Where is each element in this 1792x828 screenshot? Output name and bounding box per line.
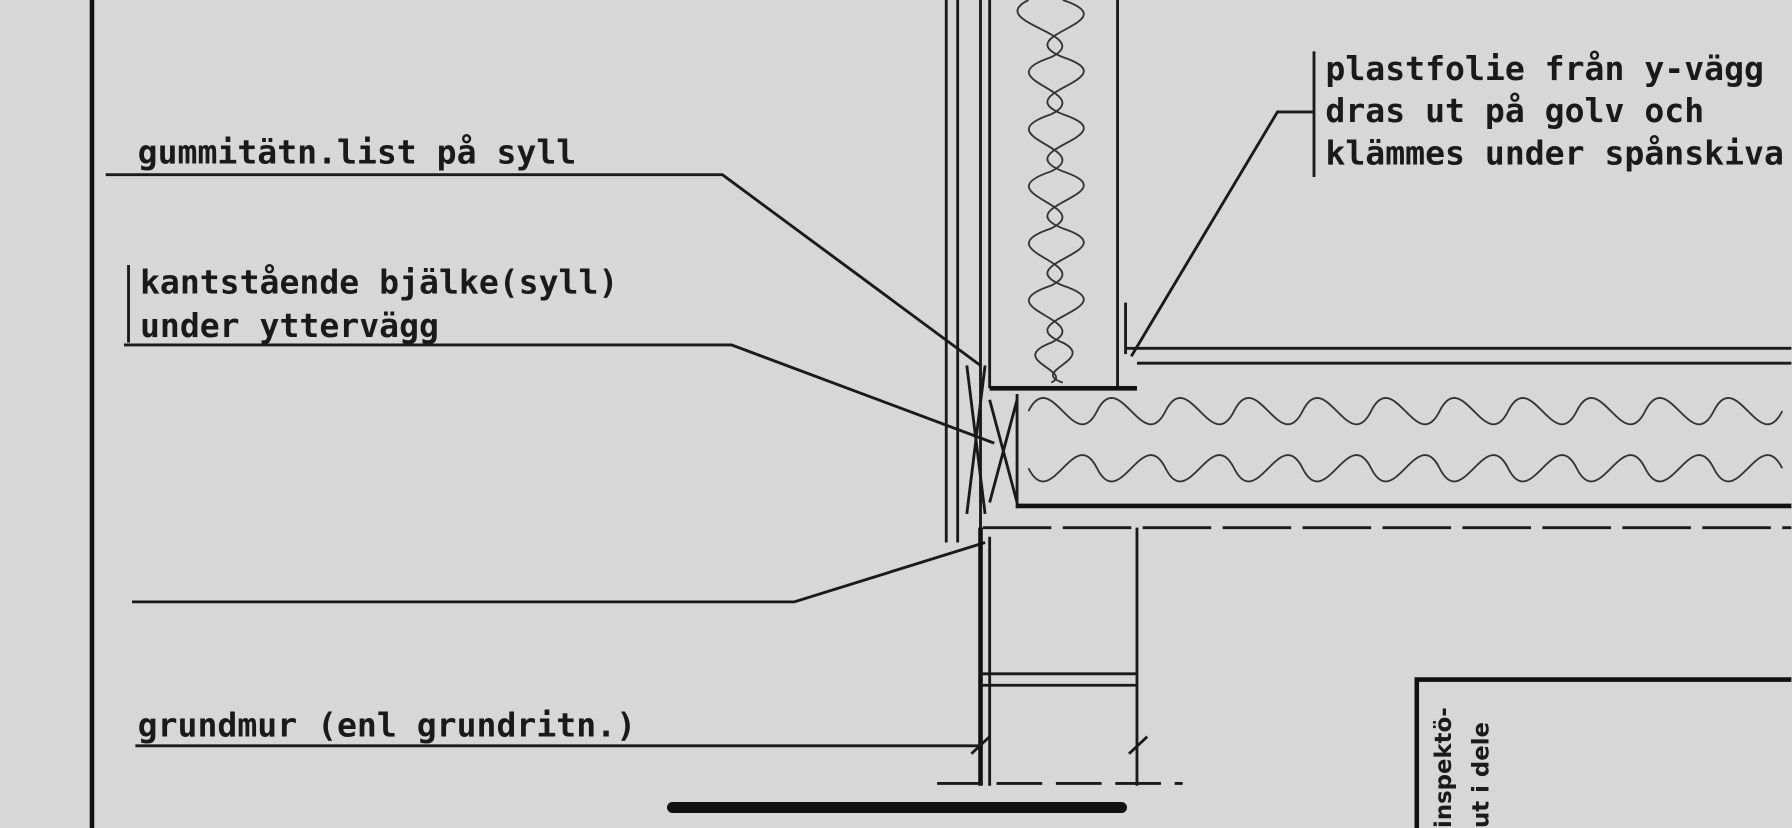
home-indicator[interactable]: [667, 802, 1127, 813]
floor-structure: [982, 302, 1792, 530]
label-edge-beam-1: kantstående bjälke(syll): [140, 263, 618, 302]
label-sill-seal: gummitätn.list på syll: [138, 132, 577, 171]
label-edge-beam-2: under yttervägg: [140, 306, 439, 345]
label-plastic-2: dras ut på golv och: [1325, 91, 1704, 130]
note-box: inspektö- ut i dele: [1414, 677, 1792, 828]
label-plastic-3: klämmes under spånskiva: [1325, 133, 1783, 172]
box-text-2: ut i dele: [1469, 722, 1495, 828]
label-plastic-1: plastfolie från y-vägg: [1325, 49, 1764, 88]
box-text-1: inspektö-: [1431, 707, 1457, 828]
label-foundation: grundmur (enl grundritn.): [138, 706, 636, 745]
foundation-wall: [937, 527, 1183, 786]
exterior-wall: [944, 0, 1137, 543]
